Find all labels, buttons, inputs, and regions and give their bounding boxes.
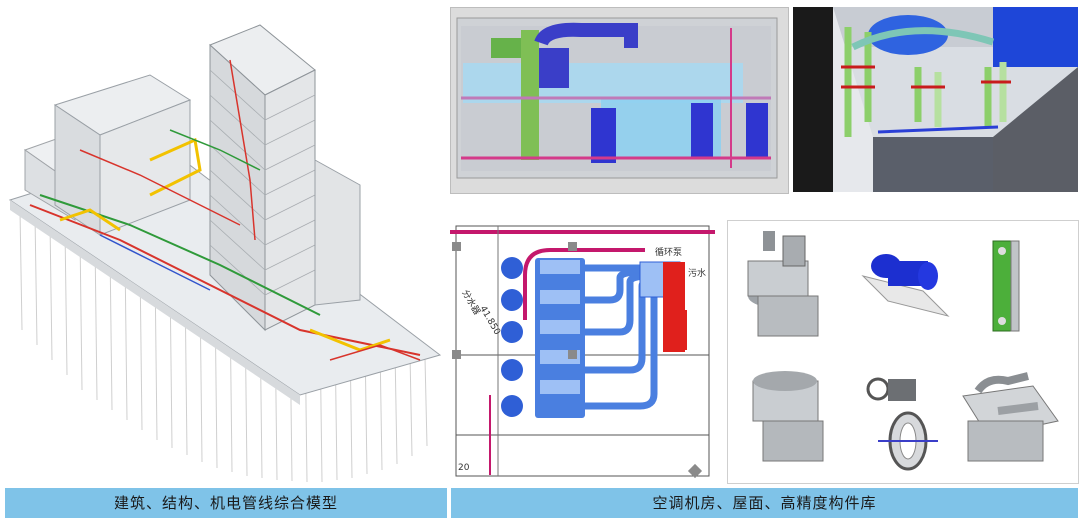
- pump-icon: [861, 254, 950, 317]
- chiller-icon: [747, 231, 819, 337]
- mechanical-room-3d-image: [793, 7, 1078, 192]
- building-model-image: [0, 0, 447, 488]
- left-caption: 建筑、结构、机电管线综合模型: [5, 488, 447, 518]
- top-label: 循环泵: [655, 246, 682, 258]
- mechanical-room-plan-image: [450, 7, 789, 194]
- component-library-image: [727, 220, 1079, 484]
- chiller-icon: [752, 371, 824, 462]
- side-label: 污水: [688, 267, 706, 279]
- heat-exchanger-icon: [992, 240, 1020, 332]
- small-label: 20: [458, 463, 470, 473]
- valve-icon: [866, 377, 938, 471]
- right-caption: 空调机房、屋面、高精度构件库: [451, 488, 1078, 518]
- pump-layout-drawing: 循环泵 污水 分水器 41.850 20: [450, 220, 715, 482]
- chiller-assembly-icon: [962, 372, 1059, 462]
